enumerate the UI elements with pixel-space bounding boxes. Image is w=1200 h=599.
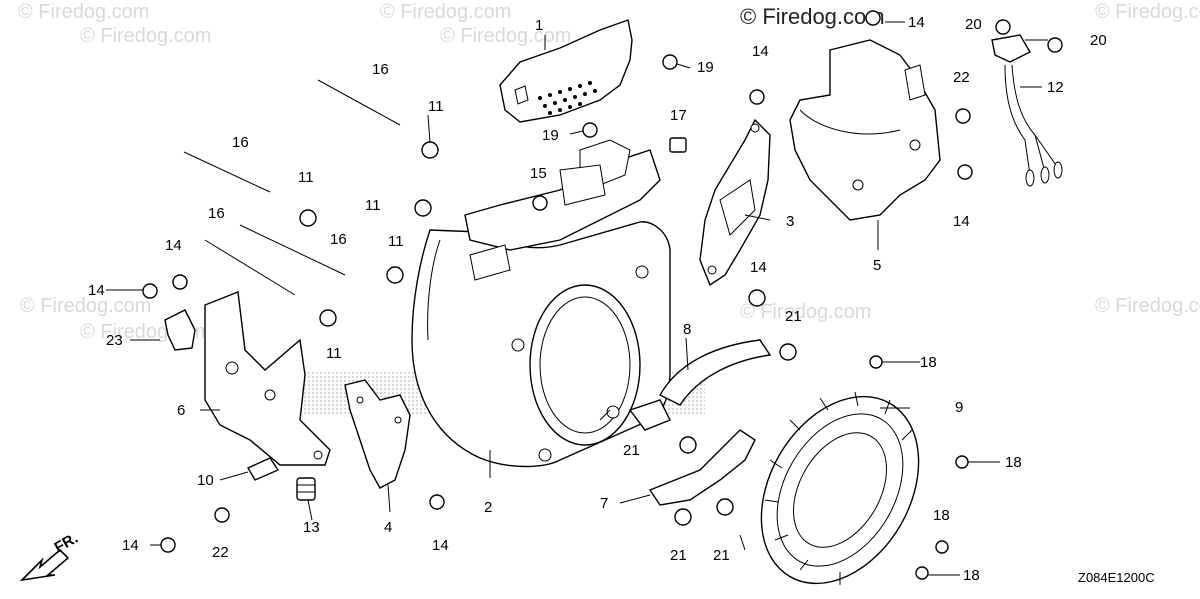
- callout-9: 9: [955, 399, 963, 416]
- rear-shroud-bracket: [789, 39, 941, 221]
- callout-21: 21: [713, 547, 730, 564]
- callout-18: 18: [963, 567, 980, 584]
- long-bolts: [183, 79, 401, 296]
- callout-11: 11: [388, 233, 404, 250]
- callout-20: 20: [1090, 32, 1107, 49]
- top-shield-plate: [499, 19, 633, 123]
- callout-16: 16: [330, 231, 347, 248]
- callout-7: 7: [600, 495, 608, 512]
- watermark-text: © Firedog.com: [20, 295, 151, 317]
- wire-harness: [991, 34, 1063, 187]
- guide-bracket-upper: [628, 339, 772, 431]
- watermark-text: © Firedog.com: [740, 301, 871, 323]
- side-plate: [699, 118, 771, 287]
- callout-18: 18: [933, 507, 950, 524]
- callout-14: 14: [432, 537, 449, 554]
- callout-13: 13: [303, 519, 320, 536]
- watermark-text: © Firedog.com: [380, 1, 511, 23]
- callout-14: 14: [953, 213, 970, 230]
- watermark-text: © Firedog.com: [1095, 295, 1200, 317]
- callout-21: 21: [670, 547, 687, 564]
- callout-18: 18: [1005, 454, 1022, 471]
- watermark-text: © Firedog.com: [80, 25, 211, 47]
- callout-21: 21: [623, 442, 640, 459]
- callout-14: 14: [752, 43, 769, 60]
- watermark-text: © Firedog.com: [440, 25, 571, 47]
- callout-19: 19: [697, 59, 714, 76]
- callout-12: 12: [1047, 79, 1064, 96]
- callout-4: 4: [384, 519, 392, 536]
- callout-16: 16: [372, 61, 389, 78]
- callout-14: 14: [88, 282, 105, 299]
- small-bracket: [344, 379, 411, 489]
- callout-20: 20: [965, 16, 982, 33]
- front-arrow-icon: [19, 548, 70, 582]
- callout-17: 17: [670, 107, 687, 124]
- callout-14: 14: [908, 14, 925, 31]
- callout-23: 23: [106, 332, 123, 349]
- part-labels: 1 2 3 4 5 6 7 8 9 10 11 11 11 11 11 12 1…: [88, 14, 1107, 584]
- callout-2: 2: [484, 499, 492, 516]
- callout-10: 10: [197, 472, 214, 489]
- callout-14: 14: [750, 259, 767, 276]
- callout-6: 6: [177, 402, 185, 419]
- callout-11: 11: [298, 169, 314, 186]
- fan-guard-ring: [760, 391, 920, 585]
- guide-bracket-lower: [648, 429, 756, 506]
- callout-14: 14: [122, 537, 139, 554]
- leader-lines: [106, 21, 1048, 576]
- callout-11: 11: [365, 197, 381, 214]
- callout-1: 1: [535, 17, 543, 34]
- callout-3: 3: [786, 213, 794, 230]
- grommet: [296, 477, 316, 501]
- callout-18: 18: [920, 354, 937, 371]
- callout-22: 22: [212, 544, 229, 561]
- small-plate: [247, 457, 280, 481]
- watermark-main: © Firedog.com: [740, 4, 885, 29]
- callout-16: 16: [232, 134, 249, 151]
- watermark-text: © Firedog.com: [1095, 1, 1200, 23]
- callout-11: 11: [326, 345, 342, 362]
- diagram-code: Z084E1200C: [1078, 570, 1155, 585]
- clip-part: [164, 309, 196, 351]
- front-direction-marker: FR.: [19, 530, 81, 582]
- callout-5: 5: [873, 257, 881, 274]
- watermark-text: © Firedog.com: [18, 1, 149, 23]
- callout-14: 14: [165, 237, 182, 254]
- left-bracket-plate: [204, 291, 331, 466]
- callout-16: 16: [208, 205, 225, 222]
- callout-15: 15: [530, 165, 547, 182]
- callout-11: 11: [428, 98, 444, 115]
- callout-19: 19: [542, 127, 559, 144]
- callout-8: 8: [683, 321, 691, 338]
- callout-22: 22: [953, 69, 970, 86]
- callout-21: 21: [785, 308, 802, 325]
- fasteners: [142, 10, 1063, 580]
- fan-cover-shroud: [411, 139, 671, 468]
